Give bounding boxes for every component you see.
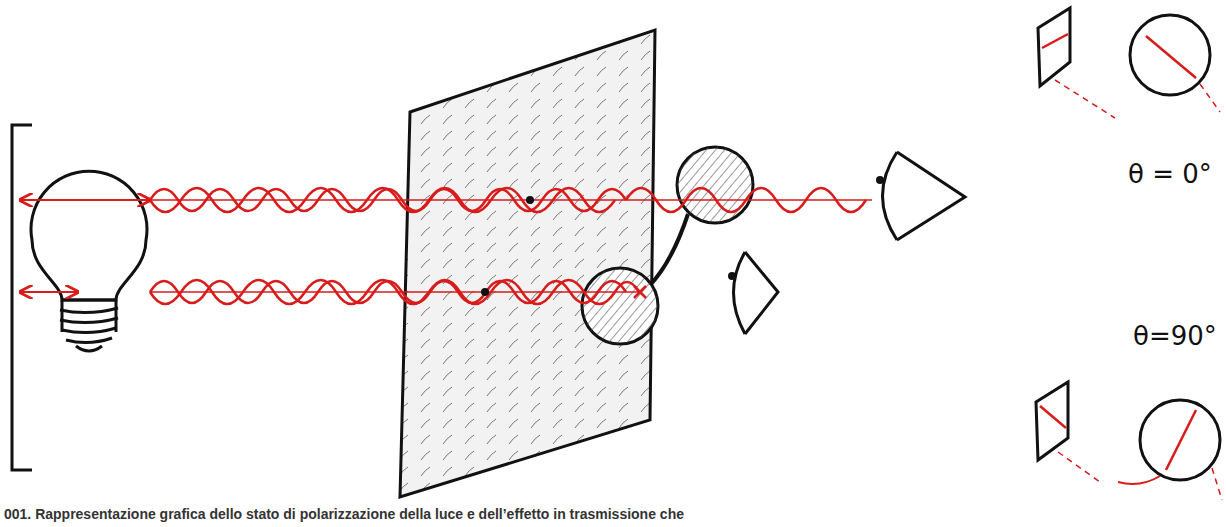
- angle-label: θ = 0°: [1128, 160, 1212, 189]
- unpolarized-wave: [150, 281, 626, 303]
- glasses-lens: [677, 147, 753, 223]
- angle-label: θ=90°: [1133, 322, 1217, 351]
- bulb-glass: [31, 171, 147, 300]
- eye: [745, 252, 778, 334]
- transmission-point: [481, 288, 489, 296]
- lens-hatch: [582, 268, 658, 344]
- vibration-arrow: [20, 291, 78, 293]
- lens-hatch: [677, 147, 753, 223]
- glasses-bridge: [650, 214, 688, 285]
- figure-caption: 001. Rappresentazione grafica dello stat…: [4, 506, 684, 523]
- eye-iris: [734, 252, 746, 334]
- analyzer-lens: [1130, 15, 1210, 95]
- dashed-guide: [1200, 84, 1220, 112]
- blocked-mark: [634, 286, 646, 298]
- dashed-guide: [1055, 80, 1115, 118]
- eye-pupil: [728, 272, 736, 280]
- beam-axis: [150, 199, 872, 201]
- glasses-lens: [582, 268, 658, 344]
- polarization-axis: [1166, 410, 1196, 470]
- dashed-guide: [1058, 452, 1100, 482]
- unpolarized-wave: [150, 280, 615, 304]
- eye-iris: [883, 152, 898, 240]
- analyzer-lens: [1140, 400, 1220, 480]
- vibration-arrow: [20, 199, 150, 201]
- transmission-point: [526, 196, 534, 204]
- eye-pupil: [876, 176, 884, 184]
- polarization-axis: [1146, 36, 1196, 78]
- polarized-wave: [626, 188, 866, 212]
- bulb-base-sides: [62, 300, 116, 332]
- polarization-axis: [1042, 34, 1068, 48]
- angle-arc: [1118, 476, 1160, 484]
- polarizer-hatch: [400, 30, 655, 497]
- polarization-axis: [1040, 406, 1066, 428]
- small-polarizer: [1038, 8, 1070, 86]
- unpolarized-wave: [150, 189, 626, 211]
- polarizer-sheet: [400, 30, 655, 497]
- small-polarizer: [1036, 382, 1068, 460]
- eye: [897, 152, 965, 240]
- beam-axis: [150, 291, 638, 293]
- bulb-base: [60, 300, 118, 351]
- dashed-guide: [1212, 468, 1222, 500]
- unpolarized-wave: [150, 188, 615, 212]
- source-bracket: [12, 125, 32, 470]
